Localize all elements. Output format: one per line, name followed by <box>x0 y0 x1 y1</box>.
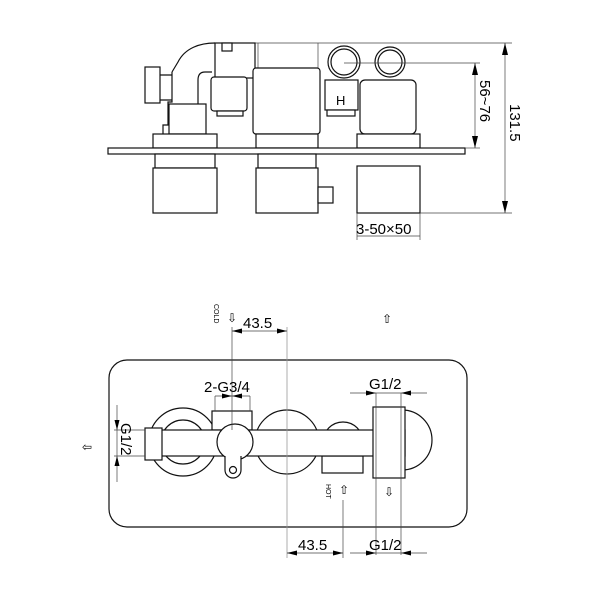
cold-body-blob <box>216 423 254 461</box>
side-outlet-cap <box>144 66 161 104</box>
cold-inlet-notch <box>221 42 233 52</box>
hot-inlet-bore <box>330 48 358 76</box>
hot-inlet-thread <box>326 109 356 117</box>
arrow-left-icon: ⇦ <box>82 440 92 454</box>
dim-knob-size: 3-50×50 <box>356 221 411 238</box>
mid-knob-stem <box>257 153 317 169</box>
wall-plate <box>107 147 466 155</box>
inlet-thread: 2-G3/4 <box>204 379 250 396</box>
dim-hot-offset: 43.5 <box>298 537 327 554</box>
hot-mark: H <box>336 93 345 108</box>
outlet-ring <box>374 46 406 78</box>
left-knob[interactable] <box>152 167 218 214</box>
wall-plate-outline <box>108 359 468 528</box>
cold-inlet-body <box>214 42 256 79</box>
dim-arrows <box>366 390 411 396</box>
bottom-view: 43.5 COLD ⇩ ⇧ ⇦ 2-G3/4 G1/2 G1/2 HOT ⇧ ⇩… <box>82 304 468 558</box>
elbow-body <box>160 72 173 134</box>
cold-inlet-thread <box>216 110 244 117</box>
elbow-pipe <box>171 42 216 73</box>
diverter-body <box>168 103 207 135</box>
hot-inlet-block <box>321 455 364 474</box>
mid-knob-lever[interactable] <box>317 186 334 204</box>
outlet-thread-bottom: G1/2 <box>369 537 402 554</box>
right-outlet-fitting <box>372 406 406 479</box>
right-knob[interactable] <box>356 165 421 214</box>
outlet-thread-left: G1/2 <box>117 423 134 456</box>
cold-inlet-nut <box>210 76 248 112</box>
left-outlet-fitting <box>144 427 163 461</box>
left-escutcheon-sleeve <box>152 133 218 149</box>
hot-inlet-ring <box>327 45 361 79</box>
dim-arrows <box>114 420 120 466</box>
dim-cold-offset: 43.5 <box>243 315 272 332</box>
hot-arrow-up-icon: ⇧ <box>339 483 349 497</box>
mixer-body <box>252 67 321 135</box>
outlet-arrow-down-icon: ⇩ <box>384 485 394 499</box>
cold-label: COLD <box>212 304 219 323</box>
mount-hole <box>228 465 238 475</box>
left-knob-stem <box>154 153 216 169</box>
arrow-up-icon: ⇧ <box>382 312 392 326</box>
outlet-thread-top: G1/2 <box>369 376 402 393</box>
hot-label: HOT <box>324 484 331 500</box>
dim-depth-range: 56~76 <box>476 80 493 122</box>
diverter-valve-body <box>359 79 417 135</box>
dim-arrows <box>222 393 242 399</box>
top-view: H 131.5 56~76 3-50×50 <box>107 42 523 240</box>
main-pipe <box>159 429 406 457</box>
small-pipe <box>197 71 212 104</box>
right-escutcheon-sleeve <box>356 133 421 149</box>
mid-knob[interactable] <box>255 167 319 214</box>
dim-arrows <box>366 550 411 556</box>
cold-arrow-down-icon: ⇩ <box>227 311 237 325</box>
mid-escutcheon-sleeve <box>255 133 319 149</box>
dim-total-height: 131.5 <box>506 104 523 142</box>
outlet-bore <box>377 49 403 75</box>
